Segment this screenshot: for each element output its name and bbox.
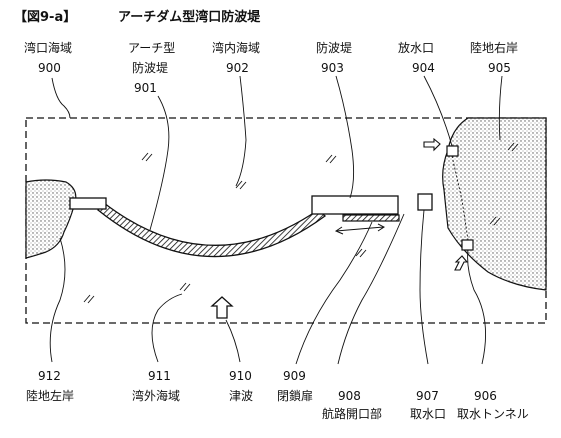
leader-906 — [467, 249, 487, 365]
gate-arrow-left-head — [334, 226, 344, 235]
num-903: 903 — [321, 61, 344, 75]
tunnel-box — [461, 239, 474, 251]
left-land — [25, 179, 77, 259]
closure-gate — [342, 214, 400, 222]
label-breakwater: 防波堤 — [316, 40, 352, 55]
label-gate: 閉鎖扉 — [277, 388, 313, 403]
tsunami-arrow-icon — [210, 296, 234, 319]
left-abutment — [69, 197, 107, 210]
leader-907 — [419, 209, 429, 365]
leader-912 — [49, 237, 66, 363]
outlet-box — [446, 145, 459, 157]
leader-901 — [149, 95, 170, 231]
leader-910 — [225, 319, 241, 363]
leader-903 — [335, 75, 355, 199]
leader-911 — [151, 293, 183, 363]
num-900: 900 — [38, 61, 61, 75]
intake-tunnel-path — [451, 155, 469, 241]
num-910: 910 — [229, 369, 252, 383]
num-902: 902 — [226, 61, 249, 75]
label-arch-line1: アーチ型 — [128, 41, 175, 55]
num-904: 904 — [412, 61, 435, 75]
label-arch-line2: 防波堤 — [132, 60, 168, 75]
gate-movement-arrow — [335, 226, 385, 232]
tunnel-arrow-icon — [454, 255, 469, 271]
num-908: 908 — [338, 389, 361, 403]
leader-lines — [49, 75, 503, 365]
label-bay-mouth: 湾口海域 — [24, 40, 72, 55]
label-outer-bay: 湾外海域 — [132, 388, 180, 403]
intake-block — [417, 193, 433, 211]
label-outlet: 放水口 — [398, 40, 434, 55]
label-tsunami: 津波 — [229, 389, 253, 403]
num-905: 905 — [488, 61, 511, 75]
label-tunnel: 取水トンネル — [457, 407, 529, 421]
leader-904 — [423, 75, 453, 147]
leader-900 — [51, 77, 71, 119]
num-912: 912 — [38, 369, 61, 383]
num-911: 911 — [148, 369, 171, 383]
label-right-land: 陸地右岸 — [470, 40, 518, 55]
leader-905 — [498, 75, 503, 141]
label-intake: 取水口 — [410, 407, 446, 421]
outlet-arrow-icon — [423, 137, 441, 152]
label-channel: 航路開口部 — [322, 406, 382, 421]
arch-breakwater — [97, 202, 327, 258]
breakwater-block — [311, 195, 399, 215]
leader-909 — [295, 221, 373, 365]
num-901: 901 — [134, 81, 157, 95]
leader-902 — [235, 75, 247, 187]
leader-908 — [337, 213, 405, 365]
gate-arrow-right-head — [377, 223, 385, 232]
label-left-land: 陸地左岸 — [26, 388, 74, 403]
num-906: 906 — [474, 389, 497, 403]
water-marks — [83, 142, 519, 304]
figure-title: アーチダム型湾口防波堤 — [118, 9, 261, 25]
label-inner-bay: 湾内海域 — [212, 40, 260, 55]
num-909: 909 — [283, 369, 306, 383]
figure-id: 【図9-a】 — [14, 9, 76, 25]
num-907: 907 — [416, 389, 439, 403]
